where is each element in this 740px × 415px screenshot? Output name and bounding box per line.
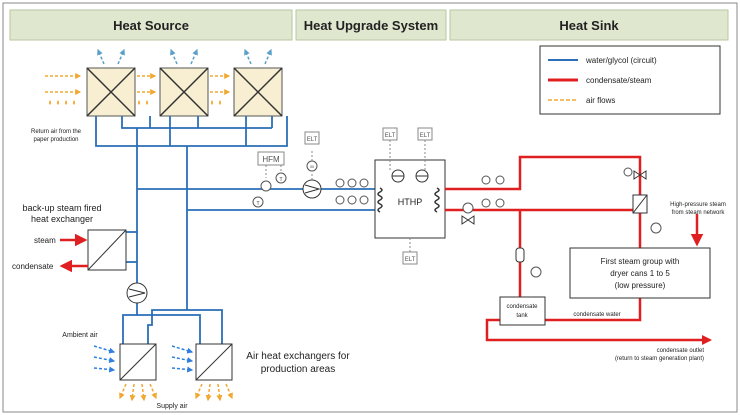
- hfm-label: HFM: [262, 155, 280, 164]
- supply-air-arrows: [119, 383, 233, 402]
- section-header-upgrade: Heat Upgrade System: [295, 9, 447, 41]
- water-circuit: [95, 116, 378, 344]
- legend-steam-label: condensate/steam: [586, 76, 652, 85]
- hthp-elt-indicators: ELT ELT ELT: [382, 127, 433, 265]
- steam-group-label-3: (low pressure): [615, 281, 666, 290]
- hthp-label: HTHP: [398, 197, 423, 207]
- supply-air-label: Supply air: [156, 403, 188, 410]
- ambient-air-arrows: [93, 345, 194, 373]
- ambient-air-label: Ambient air: [62, 332, 98, 339]
- svg-text:ELT: ELT: [385, 133, 396, 139]
- condensate-out-label: condensate: [12, 262, 54, 271]
- steam-group-label-1: First steam group with: [601, 257, 680, 266]
- control-valve-sink: [461, 170, 647, 225]
- cond-outlet-label-2: (return to steam generation plant): [615, 356, 704, 362]
- return-air-label-2: paper production: [33, 137, 78, 143]
- source-hx-3: [233, 67, 283, 117]
- flow-element: [515, 247, 525, 263]
- svg-text:ELT: ELT: [420, 133, 431, 139]
- source-hx-1: [86, 67, 136, 117]
- sink-sensors: [462, 167, 662, 278]
- elt-label-pump: ELT: [307, 137, 318, 143]
- hp-steam-label-2: from steam network: [672, 210, 726, 216]
- condensate-tank: condensate tank: [499, 296, 546, 326]
- hfm-meter: HFM T T: [252, 151, 287, 208]
- source-hx-2: [159, 67, 209, 117]
- section-header-sink: Heat Sink: [449, 9, 729, 41]
- air-hx-1: [119, 343, 157, 381]
- steam-trap: [632, 194, 648, 214]
- section-title-source: Heat Source: [113, 18, 189, 33]
- exhaust-air-arrows: [97, 48, 272, 65]
- svg-text:T: T: [279, 177, 282, 183]
- backup-steam-hx: [87, 229, 127, 271]
- legend: water/glycol (circuit) condensate/steam …: [539, 45, 721, 115]
- section-title-sink: Heat Sink: [559, 18, 619, 33]
- air-hx-2: [195, 343, 233, 381]
- return-air-label-1: Return air from the: [31, 129, 82, 135]
- cond-outlet-label-1: condensate outlet: [657, 348, 705, 354]
- svg-text:M: M: [310, 164, 313, 169]
- steam-group-label-2: dryer cans 1 to 5: [610, 269, 670, 278]
- cond-tank-label-1: condensate: [506, 304, 538, 310]
- svg-text:T: T: [256, 201, 259, 207]
- legend-air-label: air flows: [586, 96, 615, 105]
- air-hx-label-1: Air heat exchangers for: [246, 351, 350, 362]
- condensate-droplets: [49, 100, 221, 105]
- section-header-source: Heat Source: [9, 9, 293, 41]
- hthp-unit: HTHP: [374, 159, 446, 239]
- backup-hx-label-2: heat exchanger: [31, 214, 93, 224]
- return-air-arrows: [45, 73, 231, 95]
- steam-in-label: steam: [34, 236, 56, 245]
- steam-group-box: First steam group with dryer cans 1 to 5…: [569, 247, 711, 299]
- air-hx-label-2: production areas: [261, 364, 336, 375]
- condensate-water-label: condensate water: [573, 312, 620, 318]
- section-title-upgrade: Heat Upgrade System: [304, 18, 438, 33]
- backup-hx-label-1: back-up steam fired: [22, 203, 101, 213]
- hp-steam-label-1: High-pressure steam: [670, 202, 726, 208]
- legend-water-label: water/glycol (circuit): [585, 56, 657, 65]
- steam-circuit: [445, 155, 712, 345]
- sensors-left: [335, 178, 369, 205]
- svg-text:ELT: ELT: [405, 257, 416, 263]
- cond-tank-label-2: tank: [516, 313, 528, 319]
- circulation-pump: [126, 282, 148, 304]
- upgrade-pump: M ELT: [302, 131, 322, 199]
